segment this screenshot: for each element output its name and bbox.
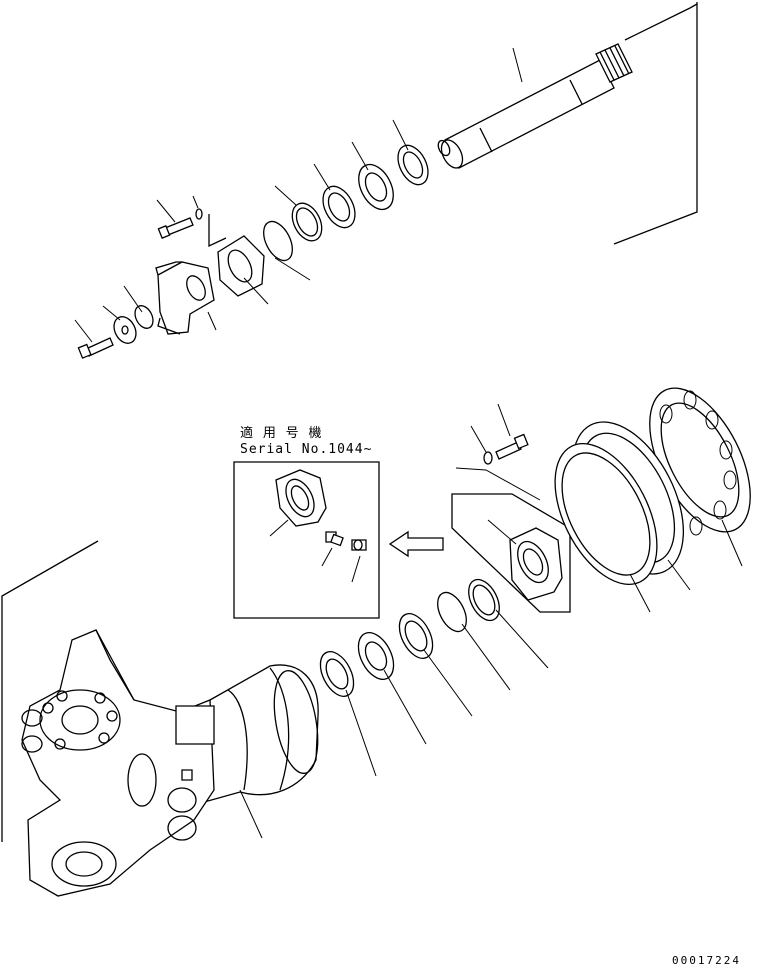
large-seal-ring	[534, 427, 678, 601]
upper-shaft-assembly	[75, 2, 697, 358]
applicable-serial-heading: 適 用 号 機	[240, 426, 323, 441]
serial-number-applicability-label: 適 用 号 機 Serial No.1044~	[240, 426, 372, 458]
housing-boundary-line	[2, 541, 98, 842]
assembly-boundary-line	[614, 2, 697, 244]
replacement-group	[452, 494, 570, 612]
bolt-mid	[456, 404, 540, 500]
bearing-cage-mid	[351, 627, 400, 685]
bolt-lower	[78, 338, 113, 358]
leader-lines-upper	[75, 48, 522, 342]
bearing-cage	[352, 159, 401, 215]
bolt-upper	[158, 218, 193, 238]
washer-plate	[110, 313, 141, 347]
seal-cage-mid	[510, 528, 562, 600]
serial-inset-box	[234, 462, 379, 618]
bearing-cone	[392, 140, 434, 189]
illustration-number: 00017224	[672, 954, 741, 967]
direction-arrow	[390, 532, 443, 556]
inset-seal-cage	[276, 470, 326, 526]
spacer-ring	[286, 198, 327, 245]
inset-fitting	[326, 532, 343, 545]
bearing-cup	[317, 181, 362, 233]
seal-cage	[218, 236, 264, 296]
yoke	[156, 262, 214, 334]
axle-housing	[22, 630, 325, 896]
spacer-ring-mid	[462, 574, 505, 625]
serial-number-range: Serial No.1044~	[240, 442, 373, 457]
washer-upper	[196, 209, 202, 219]
o-ring	[258, 217, 298, 265]
bearing-cup-mid	[393, 608, 440, 663]
inset-grease-nipple	[352, 540, 366, 550]
o-ring-mid	[432, 588, 472, 636]
leader-lines-lower	[240, 520, 742, 838]
leader-lines-inset	[270, 520, 360, 582]
bearing-cone-mid	[314, 646, 361, 701]
bolt-leader-bracket	[209, 214, 226, 246]
drive-shaft	[436, 4, 697, 171]
